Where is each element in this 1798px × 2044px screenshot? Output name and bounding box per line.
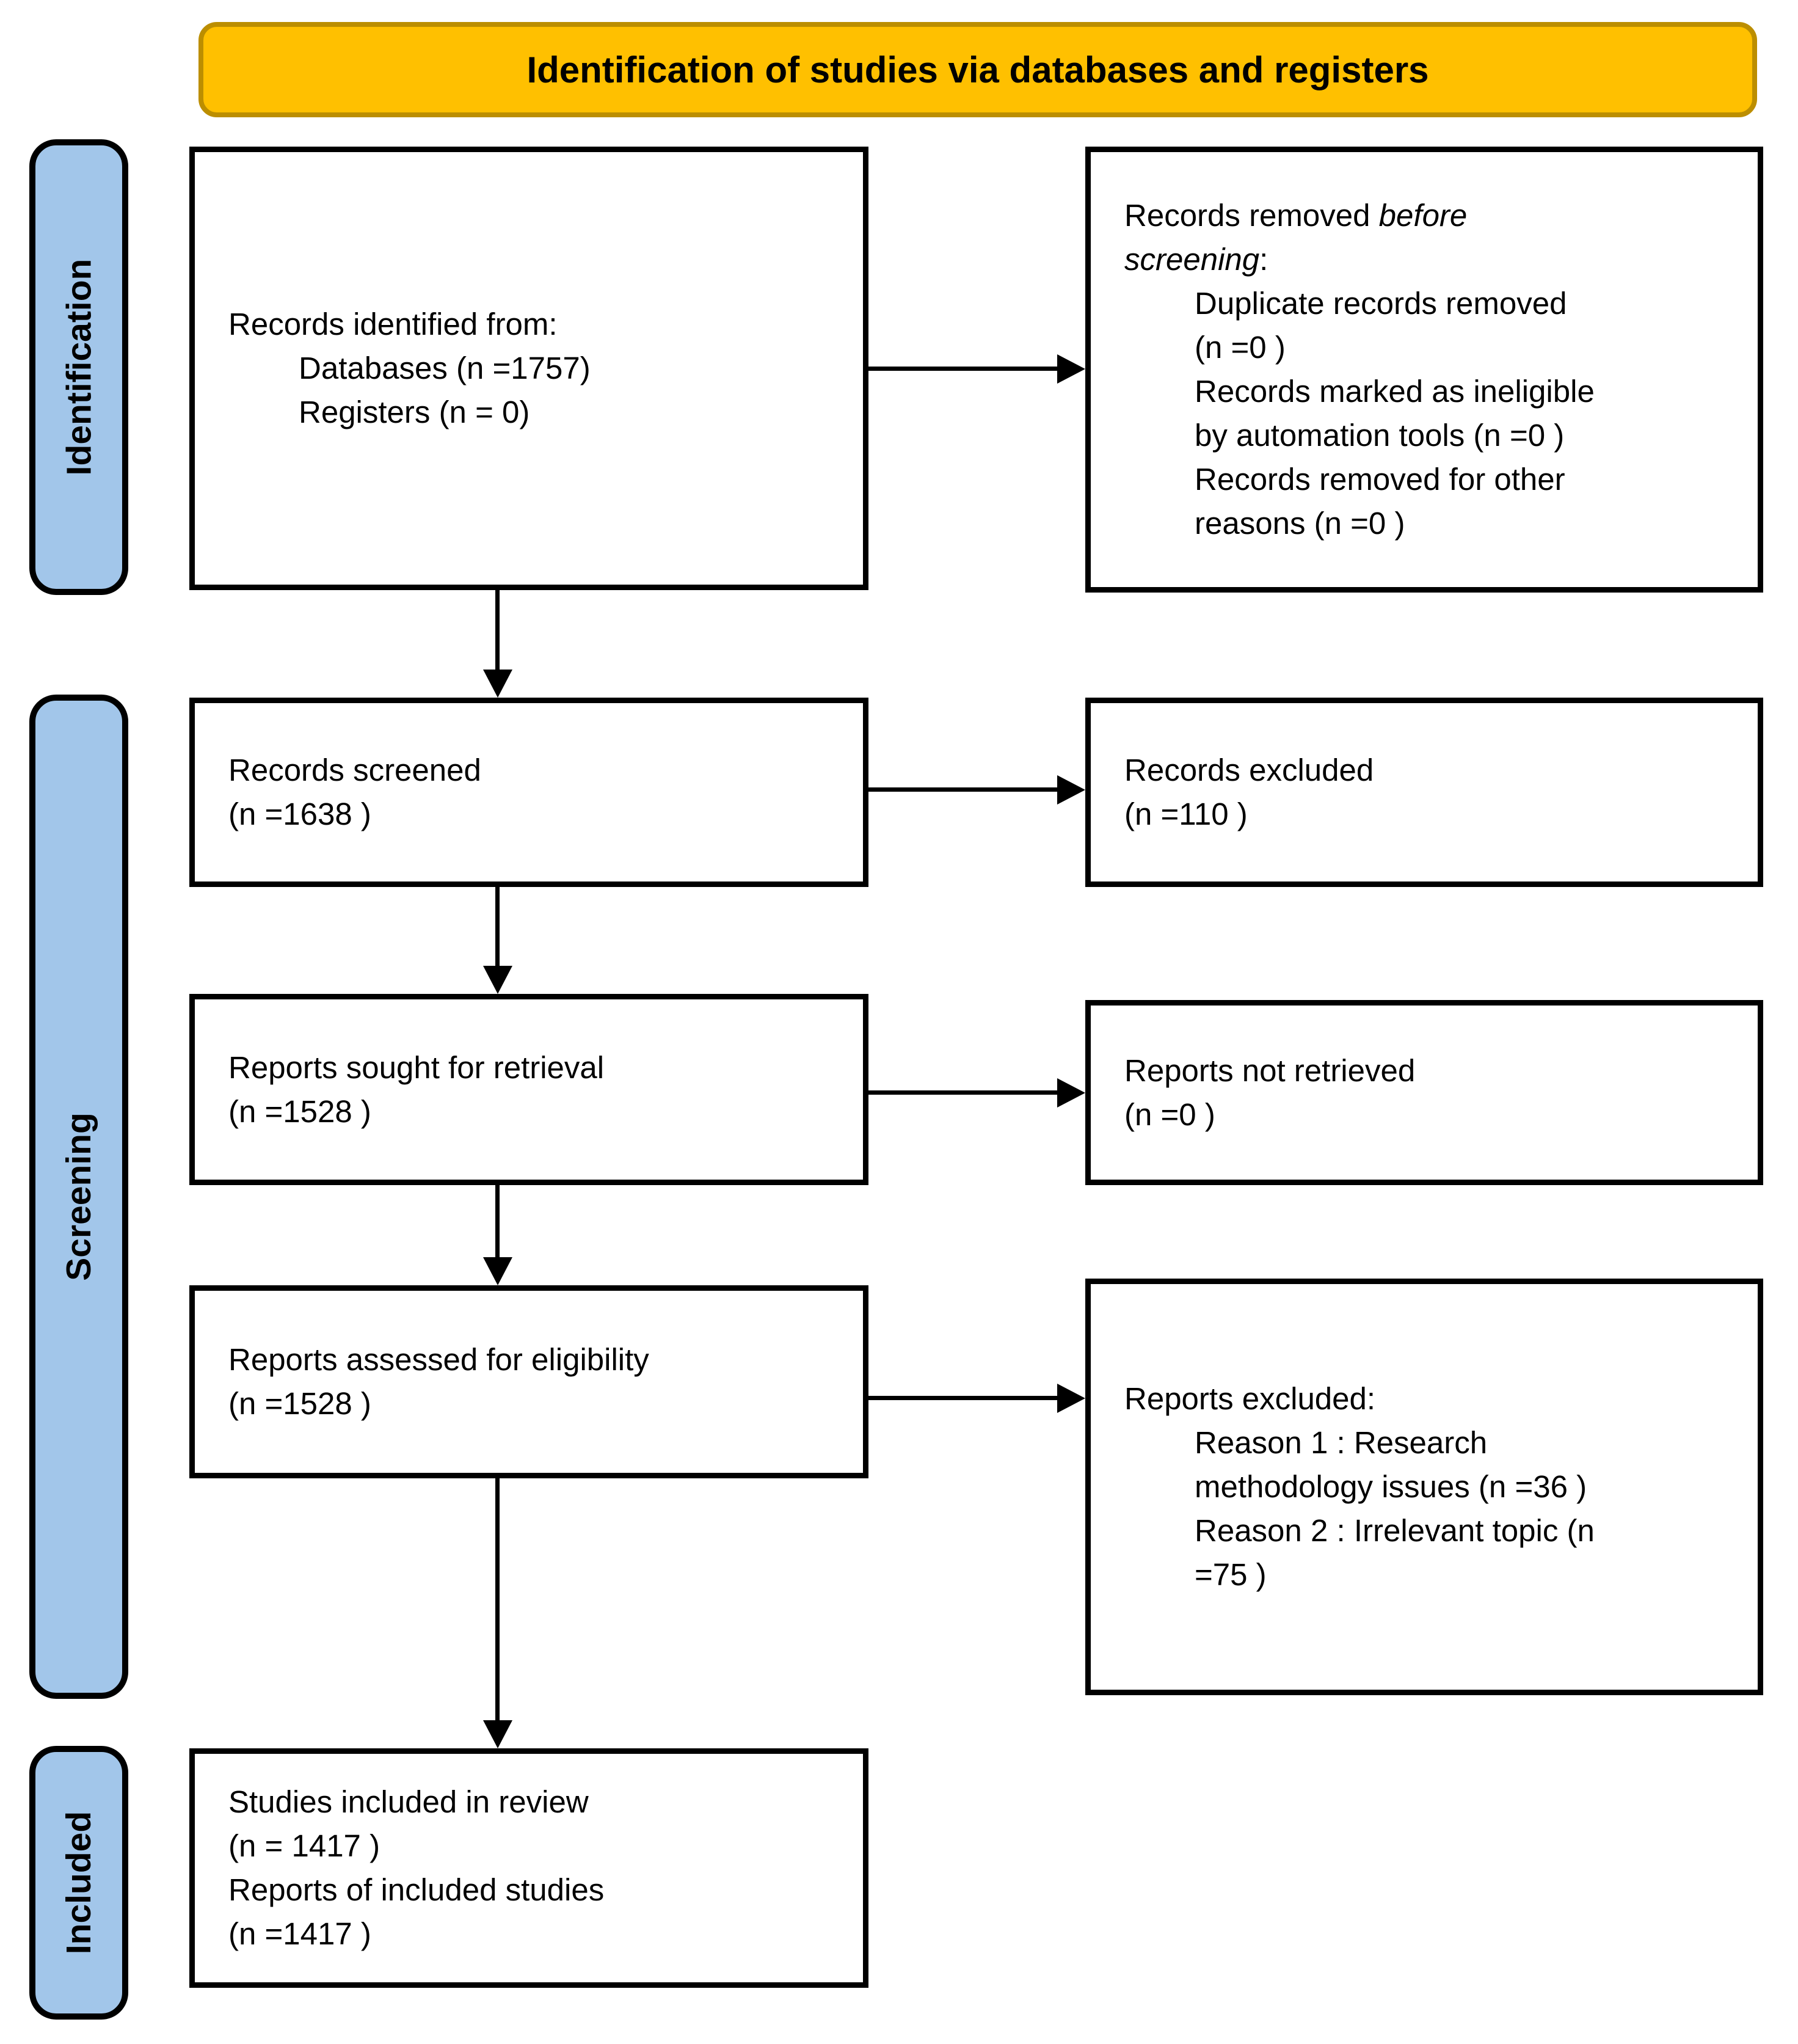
reports-included-count: (n =1417 ) [228,1916,371,1951]
records-removed-title-italic: before [1378,198,1468,233]
reports-included-line: Reports of included studies [228,1872,605,1907]
studies-included-count: (n = 1417 ) [228,1828,380,1863]
arrow-sought-to-not-retrieved-head [1057,1078,1085,1108]
reports-excluded-reason-2: Reason 2 : Irrelevant topic (n =75 ) [1195,1513,1595,1592]
arrow-screened-to-sought-head [483,966,512,994]
reports-excluded-title: Reports excluded: [1124,1381,1376,1416]
arrow-screened-to-excluded-line [868,787,1060,792]
box-reports-excluded: Reports excluded: Reason 1 : Research me… [1085,1279,1763,1695]
records-removed-title-line1: Records removed before [1124,194,1733,238]
records-removed-ineligible: Records marked as ineligible by automati… [1195,374,1595,453]
arrow-assessed-to-included-head [483,1720,512,1748]
records-excluded-line: Records excluded [1124,753,1374,787]
stage-label-included: Included [29,1746,128,2020]
box-studies-included: Studies included in review (n = 1417 ) R… [189,1748,868,1988]
arrow-assessed-to-excluded-line [868,1396,1060,1400]
stage-label-identification: Identification [29,139,128,595]
arrow-assessed-to-excluded-head [1057,1384,1085,1413]
box-reports-sought: Reports sought for retrieval (n =1528 ) [189,994,868,1185]
stage-label-screening-text: Screening [59,1112,98,1281]
arrow-screened-to-sought-line [495,887,500,969]
reports-assessed-count: (n =1528 ) [228,1386,371,1421]
records-excluded-count: (n =110 ) [1124,797,1248,831]
reports-sought-line: Reports sought for retrieval [228,1049,605,1085]
records-removed-duplicates: Duplicate records removed (n =0 ) [1195,286,1567,365]
stage-label-identification-text: Identification [59,258,99,476]
arrow-screened-to-excluded-head [1057,775,1085,805]
records-removed-title-normal: Records removed [1124,198,1379,233]
reports-not-retrieved-count: (n =0 ) [1124,1097,1215,1132]
arrow-sought-to-assessed-head [483,1257,512,1285]
box-records-screened: Records screened (n =1638 ) [189,698,868,887]
stage-label-screening: Screening [29,695,128,1699]
records-identified-line: Records identified from: [228,307,558,341]
arrow-sought-to-not-retrieved-line [868,1090,1060,1095]
arrow-identified-to-removed-head [1057,354,1085,384]
records-removed-other: Records removed for other reasons (n =0 … [1195,462,1565,541]
reports-excluded-reason-1: Reason 1 : Research methodology issues (… [1195,1425,1587,1504]
stage-label-included-text: Included [59,1811,99,1955]
box-records-removed-before-screening: Records removed before screening: Duplic… [1085,147,1763,593]
records-identified-registers: Registers (n = 0) [299,395,530,429]
records-removed-title-italic2: screening [1124,242,1260,277]
records-removed-title-colon: : [1259,242,1268,277]
arrow-sought-to-assessed-line [495,1185,500,1261]
reports-not-retrieved-line: Reports not retrieved [1124,1053,1416,1088]
banner-title: Identification of studies via databases … [526,49,1429,90]
records-screened-line: Records screened [228,753,481,787]
arrow-identified-to-screened-head [483,670,512,698]
records-identified-databases: Databases (n =1757) [299,351,591,385]
banner: Identification of studies via databases … [198,22,1757,117]
box-reports-assessed: Reports assessed for eligibility (n =152… [189,1285,868,1478]
studies-included-line: Studies included in review [228,1784,589,1819]
box-records-excluded: Records excluded (n =110 ) [1085,698,1763,887]
box-reports-not-retrieved: Reports not retrieved (n =0 ) [1085,1000,1763,1185]
box-records-identified: Records identified from: Databases (n =1… [189,147,868,590]
arrow-identified-to-screened-line [495,590,500,673]
reports-sought-count: (n =1528 ) [228,1093,371,1129]
records-screened-count: (n =1638 ) [228,797,371,831]
records-removed-title-line2: screening: [1124,238,1733,282]
reports-assessed-line: Reports assessed for eligibility [228,1342,649,1377]
arrow-identified-to-removed-line [868,367,1060,371]
arrow-assessed-to-included-line [495,1478,500,1724]
